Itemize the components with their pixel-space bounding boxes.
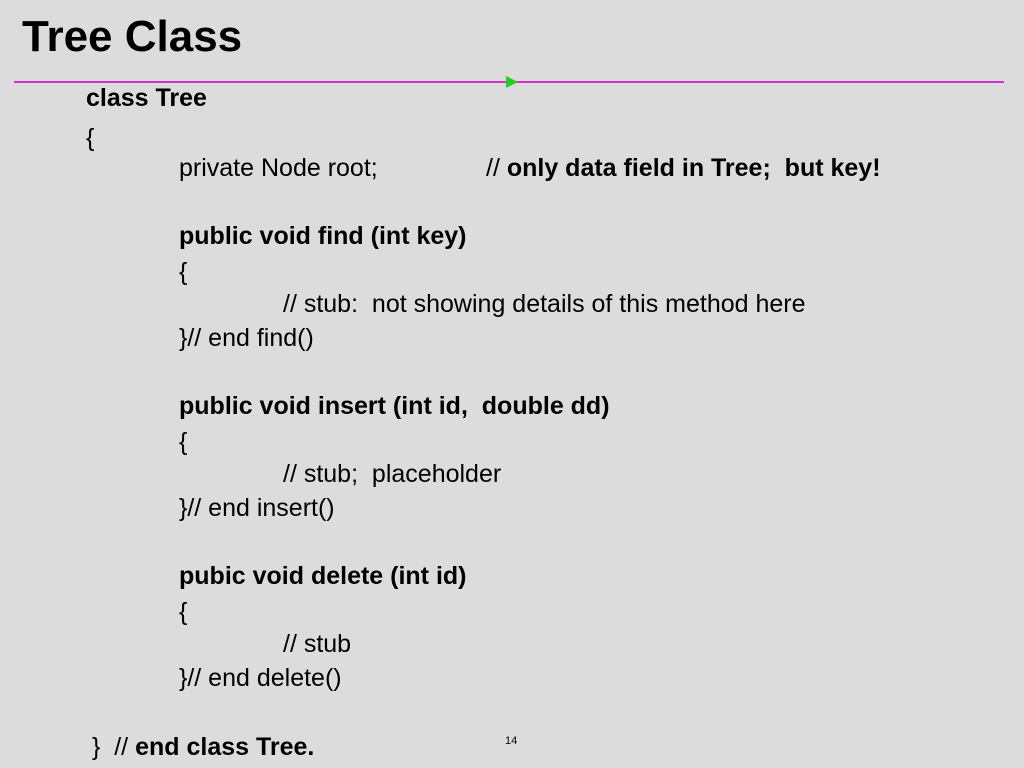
find-close: }// end find() [179, 324, 314, 352]
delete-close: }// end delete() [179, 664, 342, 692]
find-signature: public void find (int key) [179, 222, 467, 250]
field-comment-prefix: // [486, 154, 507, 182]
slide-title: Tree Class [22, 12, 243, 61]
play-arrow-icon [506, 76, 518, 88]
page-number: 14 [505, 735, 518, 747]
field-comment-text: only data field in Tree; but key! [506, 154, 881, 182]
class-declaration: class Tree [86, 84, 207, 112]
insert-open-brace: { [179, 428, 188, 456]
insert-close: }// end insert() [179, 494, 335, 522]
class-end-prefix: } // [92, 733, 136, 761]
delete-body-comment: // stub [283, 630, 352, 658]
delete-open-brace: { [179, 598, 188, 626]
find-body-comment: // stub: not showing details of this met… [283, 290, 806, 318]
insert-signature: public void insert (int id, double dd) [179, 392, 610, 420]
class-end: } // end class Tree. [92, 730, 314, 764]
insert-body-comment: // stub; placeholder [283, 460, 502, 488]
class-open-brace: { [86, 124, 95, 152]
delete-signature: pubic void delete (int id) [179, 562, 467, 590]
class-end-comment: end class Tree. [135, 733, 315, 761]
field-declaration: private Node root; [179, 154, 378, 182]
field-comment: // only data field in Tree; but key! [486, 151, 881, 185]
find-open-brace: { [179, 258, 188, 286]
